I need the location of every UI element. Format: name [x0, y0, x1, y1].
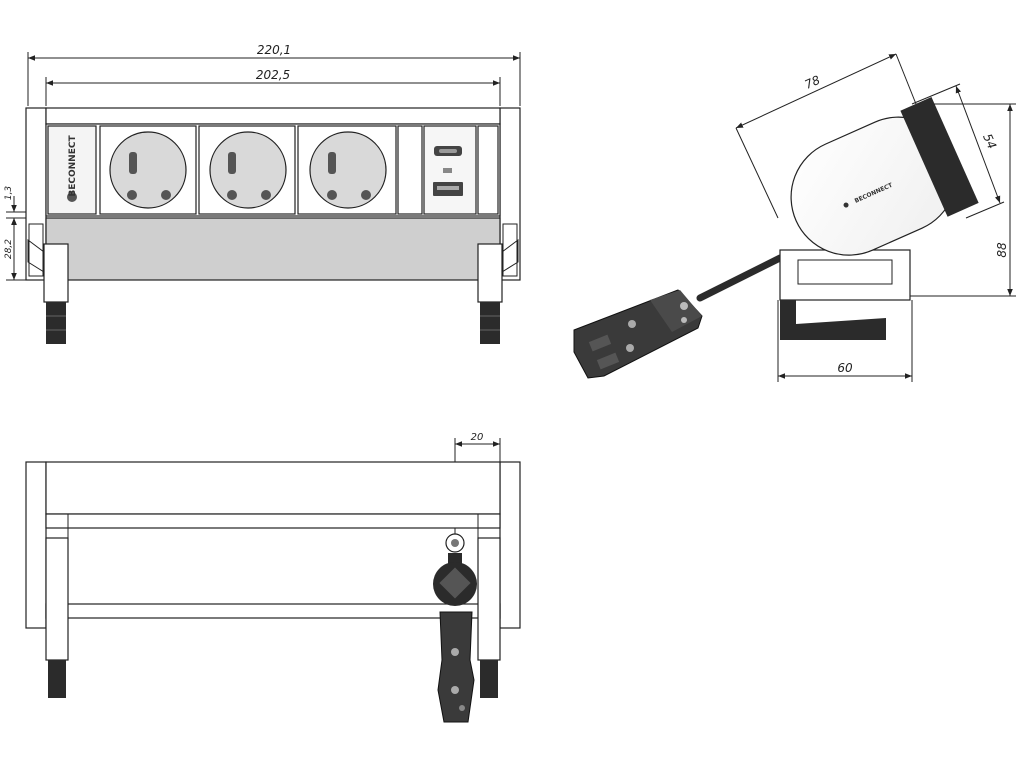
brand-logo-icon: [843, 202, 849, 208]
front-view: 220,1 202,5 1,3 28,2: [4, 43, 521, 344]
connector-screw-icon: [451, 648, 459, 656]
side-clamp: [779, 249, 911, 340]
dimension-base-depth: 60: [777, 300, 913, 382]
connector-screw-icon: [459, 705, 465, 711]
socket-hole-icon: [127, 190, 137, 200]
dim-label-gap-height: 1,3: [4, 186, 14, 201]
front-top-face: [45, 107, 501, 125]
top-left-end-cap: [25, 461, 47, 629]
usb-charger-module: [423, 125, 477, 215]
dim-label-connector-offset: 20: [471, 432, 484, 443]
housing-body: [45, 217, 501, 281]
connector-screw-icon: [628, 320, 636, 328]
socket-outlet-2: [198, 125, 296, 215]
blank-module: [397, 125, 423, 215]
top-view: 20: [25, 432, 521, 723]
socket-outlet-1: [99, 125, 197, 215]
dimension-overall-width: 220,1: [27, 43, 521, 106]
dim-label-inner-width: 202,5: [256, 68, 290, 82]
dim-label-side-height: 88: [995, 242, 1009, 258]
top-body: [45, 461, 501, 515]
earth-pin-icon: [328, 152, 336, 174]
dimension-head-width: 54: [911, 83, 1005, 219]
top-right-end-cap: [499, 461, 521, 629]
side-head-housing: BECONNECT: [790, 96, 979, 256]
gst-connector: [573, 289, 703, 379]
socket-outlet-3: [297, 125, 397, 215]
right-clamp: [477, 239, 519, 344]
socket-hole-icon: [161, 190, 171, 200]
socket-hole-icon: [261, 190, 271, 200]
connector-screw-icon: [626, 344, 634, 352]
connector-screw-icon: [451, 686, 459, 694]
top-gst-connector: [433, 553, 477, 723]
earth-pin-icon: [129, 152, 137, 174]
dimension-side-depth: 78: [735, 53, 917, 219]
left-clamp: [27, 239, 69, 344]
dim-label-base-depth: 60: [837, 361, 853, 375]
dim-label-side-depth: 78: [803, 73, 823, 92]
connector-screw-icon: [681, 317, 687, 323]
brand-logo-text-front: BECONNECT: [68, 135, 78, 197]
side-view: 78 54 88 60: [573, 53, 1016, 382]
dimension-inner-width: 202,5: [45, 68, 501, 106]
socket-hole-icon: [361, 190, 371, 200]
power-cable: [696, 254, 784, 302]
connector-screw-icon: [680, 302, 688, 310]
dim-label-overall-width: 220,1: [257, 43, 291, 57]
dimension-side-height: 88: [910, 103, 1016, 297]
dim-label-body-height: 28,2: [4, 239, 14, 259]
socket-hole-icon: [327, 190, 337, 200]
dim-label-head-width: 54: [980, 132, 999, 152]
earth-pin-icon: [228, 152, 236, 174]
brand-logo-icon: [67, 192, 77, 202]
socket-hole-icon: [227, 190, 237, 200]
usb-indicator-icon: [443, 168, 452, 173]
